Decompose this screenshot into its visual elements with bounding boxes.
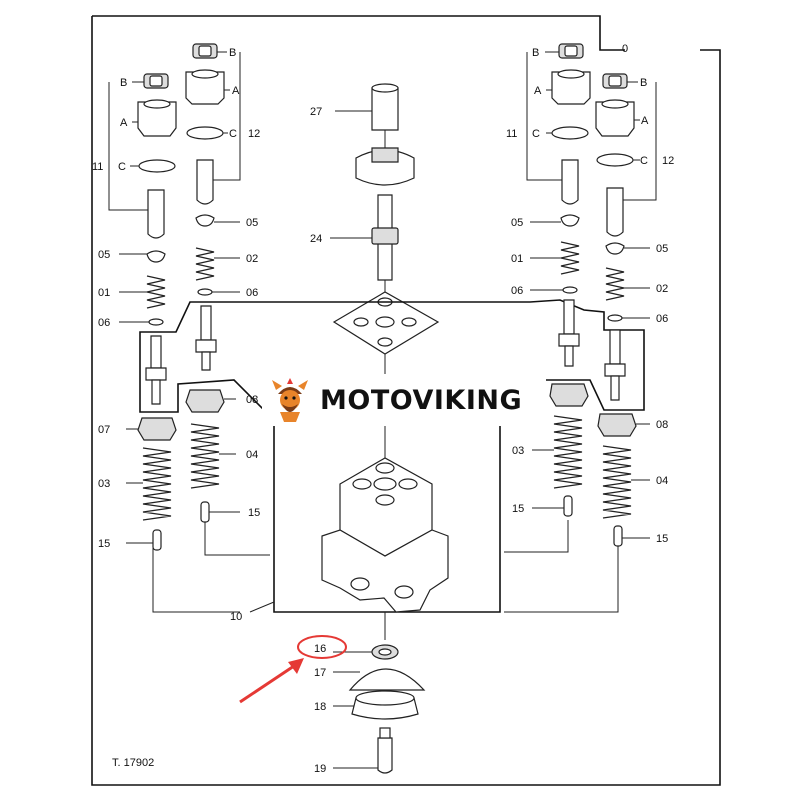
label-left-side-a: A xyxy=(120,117,128,129)
label-left-side-b: B xyxy=(120,77,127,89)
viking-mascot-icon xyxy=(272,378,308,422)
left-side-stack xyxy=(108,73,177,326)
outer-frame xyxy=(91,15,721,786)
label-left-top-c: C xyxy=(229,128,237,140)
label-left-01: 01 xyxy=(98,287,110,299)
label-left-06a: 06 xyxy=(246,287,258,299)
left-top-stack xyxy=(185,43,241,296)
label-right-side-c: C xyxy=(640,155,648,167)
label-part-19: 19 xyxy=(314,763,326,775)
label-right-04: 04 xyxy=(656,475,668,487)
label-part-18: 18 xyxy=(314,701,326,713)
right-top-stack xyxy=(526,43,591,294)
label-ref-0: 0 xyxy=(622,43,628,55)
label-left-05b: 05 xyxy=(98,249,110,261)
label-right-side-12: 12 xyxy=(662,155,674,167)
label-right-top-11: 11 xyxy=(506,128,517,140)
label-left-top-a: A xyxy=(232,85,240,97)
label-part-27: 27 xyxy=(310,106,322,118)
label-drawing-number: T. 17902 xyxy=(112,757,154,769)
label-right-side-b: B xyxy=(640,77,647,89)
label-left-03: 03 xyxy=(98,478,110,490)
label-right-side-a: A xyxy=(641,115,649,127)
label-right-01: 01 xyxy=(511,253,523,265)
label-assembly-10: 10 xyxy=(230,611,242,623)
bottom-parts xyxy=(333,612,426,774)
label-right-top-c: C xyxy=(532,128,540,140)
label-left-08: 08 xyxy=(246,394,258,406)
brand-watermark: MOTOVIKING xyxy=(262,374,546,426)
label-part-17: 17 xyxy=(314,667,326,679)
left-lower-parts xyxy=(126,305,240,551)
label-left-05a: 05 xyxy=(246,217,258,229)
label-left-07: 07 xyxy=(98,424,110,436)
label-right-top-a: A xyxy=(534,85,542,97)
label-right-15b: 15 xyxy=(656,533,668,545)
label-right-02: 02 xyxy=(656,283,668,295)
label-left-side-11: 11 xyxy=(92,161,103,173)
label-left-side-c: C xyxy=(118,161,126,173)
right-side-stack xyxy=(595,73,657,322)
subassembly-outline xyxy=(139,299,645,613)
label-right-03: 03 xyxy=(512,445,524,457)
label-right-08: 08 xyxy=(656,419,668,431)
brand-name: MOTOVIKING xyxy=(320,384,523,416)
label-right-06b: 06 xyxy=(656,313,668,325)
label-left-15a: 15 xyxy=(248,507,260,519)
label-part-16: 16 xyxy=(314,643,326,655)
label-right-05b: 05 xyxy=(656,243,668,255)
center-top-parts xyxy=(330,83,440,355)
label-right-15a: 15 xyxy=(512,503,524,515)
label-right-top-b: B xyxy=(532,47,539,59)
label-right-06a: 06 xyxy=(511,285,523,297)
pump-body xyxy=(321,354,449,613)
label-left-top-12: 12 xyxy=(248,128,260,140)
label-left-06b: 06 xyxy=(98,317,110,329)
label-right-05a: 05 xyxy=(511,217,523,229)
label-left-04: 04 xyxy=(246,449,258,461)
right-lower-parts xyxy=(532,299,650,547)
highlight-circle xyxy=(297,635,347,659)
label-left-15b: 15 xyxy=(98,538,110,550)
label-part-24: 24 xyxy=(310,233,322,245)
label-left-top-b: B xyxy=(229,47,236,59)
highlight-arrow xyxy=(239,658,304,704)
label-left-02: 02 xyxy=(246,253,258,265)
